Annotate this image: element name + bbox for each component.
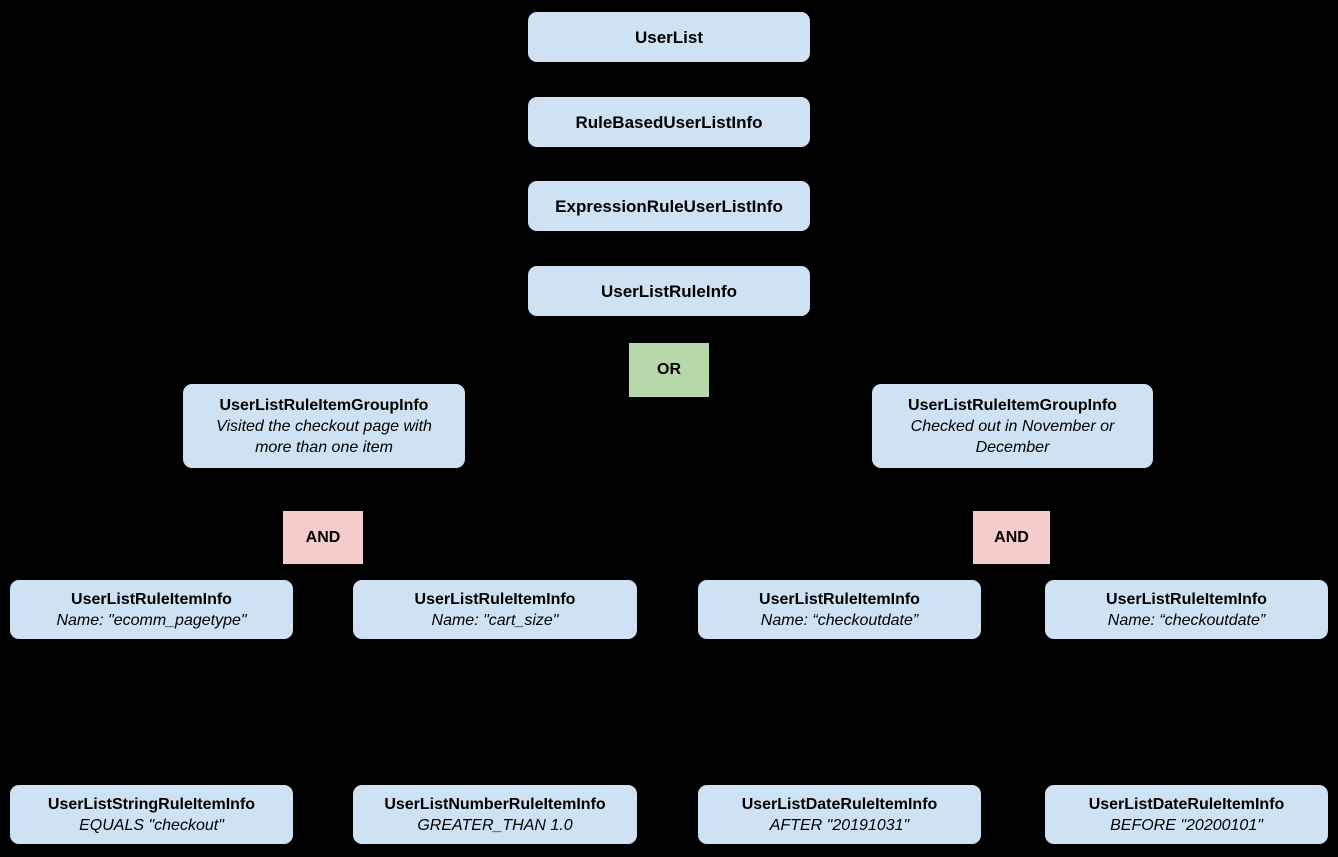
or-operator-label: OR: [657, 361, 681, 378]
leaf-date-rule-item-after: UserListDateRuleItemInfo AFTER "20191031…: [698, 785, 981, 844]
group-title: UserListRuleItemGroupInfo: [219, 396, 429, 414]
leaf-condition: BEFORE "20200101": [1110, 816, 1263, 834]
group-description: Visited the checkout page with more than…: [216, 417, 432, 456]
and-operator-label: AND: [994, 528, 1029, 546]
node-label: UserListRuleInfo: [600, 281, 738, 301]
rule-item-name: Name: "cart_size": [431, 611, 559, 629]
leaf-condition: AFTER "20191031": [769, 816, 910, 834]
leaf-condition: EQUALS "checkout": [79, 816, 224, 834]
node-label: RuleBasedUserListInfo: [575, 112, 763, 132]
group-right: UserListRuleItemGroupInfo Checked out in…: [872, 384, 1153, 468]
rule-item-checkoutdate-1: UserListRuleItemInfo Name: “checkoutdate…: [698, 580, 981, 639]
node-rule-based-user-list-info: RuleBasedUserListInfo: [528, 97, 810, 147]
rule-item-title: UserListRuleItemInfo: [71, 590, 232, 608]
rule-item-name: Name: “checkoutdate”: [760, 611, 919, 629]
leaf-number-rule-item: UserListNumberRuleItemInfo GREATER_THAN …: [353, 785, 637, 844]
or-operator: OR: [629, 343, 709, 397]
and-operator-right: AND: [973, 511, 1050, 564]
rule-item-checkoutdate-2: UserListRuleItemInfo Name: “checkoutdate…: [1045, 580, 1328, 639]
leaf-string-rule-item: UserListStringRuleItemInfo EQUALS "check…: [10, 785, 293, 844]
rule-item-title: UserListRuleItemInfo: [759, 590, 920, 608]
and-operator-label: AND: [305, 528, 341, 546]
and-operator-left: AND: [283, 511, 363, 564]
group-title: UserListRuleItemGroupInfo: [908, 396, 1117, 414]
node-label: UserList: [634, 27, 704, 47]
leaf-date-rule-item-before: UserListDateRuleItemInfo BEFORE "2020010…: [1045, 785, 1328, 844]
group-left: UserListRuleItemGroupInfo Visited the ch…: [183, 384, 465, 468]
rule-item-cart-size: UserListRuleItemInfo Name: "cart_size": [353, 580, 637, 639]
group-description: Checked out in November or December: [910, 417, 1115, 456]
node-label: ExpressionRuleUserListInfo: [555, 196, 783, 216]
leaf-condition: GREATER_THAN 1.0: [417, 816, 573, 834]
leaf-title: UserListDateRuleItemInfo: [1088, 795, 1285, 813]
node-user-list-rule-info: UserListRuleInfo: [528, 266, 810, 316]
node-userlist: UserList: [528, 12, 810, 62]
leaf-title: UserListNumberRuleItemInfo: [384, 795, 606, 813]
leaf-title: UserListStringRuleItemInfo: [47, 795, 256, 813]
node-expression-rule-user-list-info: ExpressionRuleUserListInfo: [528, 181, 810, 231]
rule-item-name: Name: “checkoutdate”: [1107, 611, 1266, 629]
leaf-title: UserListDateRuleItemInfo: [741, 795, 938, 813]
rule-item-title: UserListRuleItemInfo: [1106, 590, 1267, 608]
rule-item-name: Name: "ecomm_pagetype": [56, 611, 247, 629]
rule-item-ecomm-pagetype: UserListRuleItemInfo Name: "ecomm_pagety…: [10, 580, 293, 639]
rule-item-title: UserListRuleItemInfo: [414, 590, 576, 608]
